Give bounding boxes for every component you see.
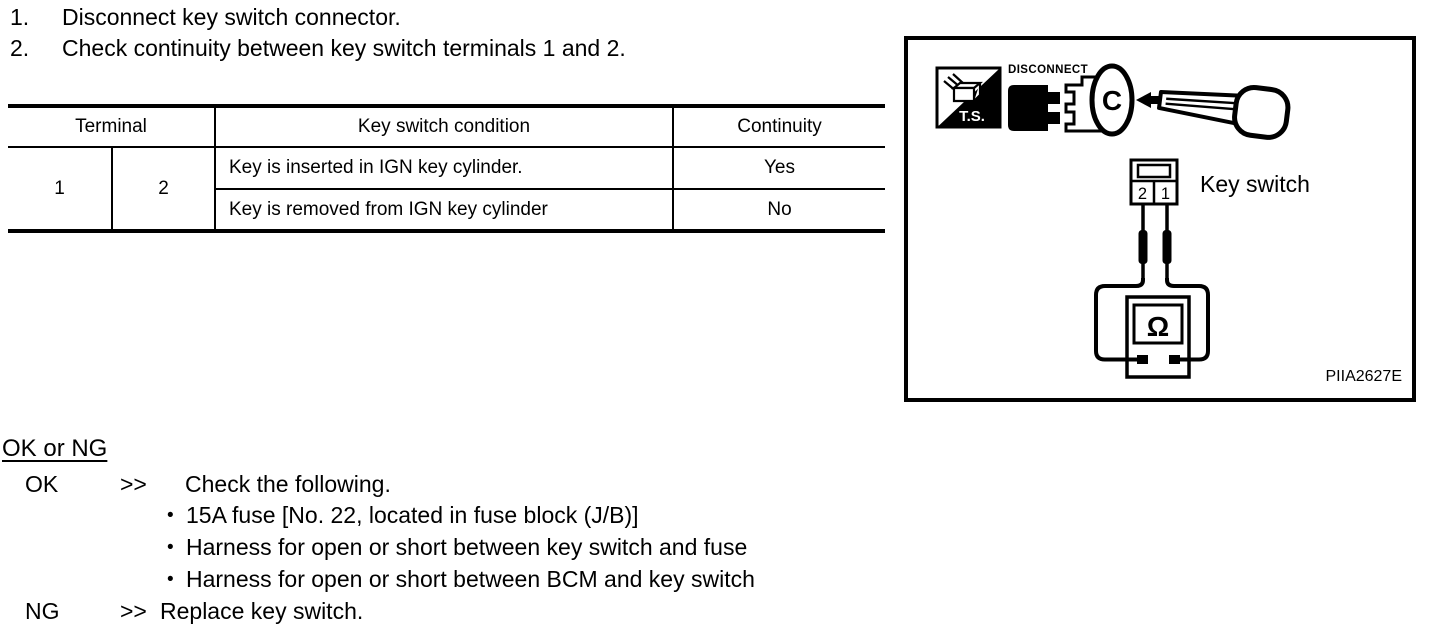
- condition-cell: Key is inserted in IGN key cylinder.: [214, 146, 674, 190]
- disconnect-label: DISCONNECT: [1008, 64, 1088, 76]
- ok-text: Check the following.: [185, 471, 391, 497]
- table-header-row: Terminal Key switch condition Continuity: [8, 105, 885, 148]
- check-item-text: Harness for open or short between key sw…: [186, 534, 748, 560]
- check-item: • 15A fuse [No. 22, located in fuse bloc…: [167, 503, 639, 528]
- header-terminal: Terminal: [8, 105, 216, 148]
- header-condition: Key switch condition: [214, 105, 674, 148]
- ok-result-row: OK >> Check the following.: [25, 472, 391, 497]
- step-number: 2.: [10, 35, 30, 61]
- ohmmeter-icon: Ω: [1094, 278, 1210, 379]
- step-text: Disconnect key switch connector.: [62, 4, 401, 30]
- condition-cell: Key is removed from IGN key cylinder: [214, 188, 674, 232]
- ohm-symbol: Ω: [1147, 311, 1169, 342]
- check-item-text: Harness for open or short between BCM an…: [186, 566, 755, 592]
- terminal-2-label: 2: [1138, 185, 1147, 203]
- continuity-table: Terminal Key switch condition Continuity…: [8, 104, 885, 233]
- ng-text: Replace key switch.: [160, 598, 364, 624]
- figure-code: PIIA2627E: [1326, 368, 1403, 385]
- check-item-text: 15A fuse [No. 22, located in fuse block …: [186, 502, 639, 528]
- terminal-1-cell: 1: [8, 146, 113, 232]
- continuity-cell: Yes: [672, 146, 885, 190]
- ng-label: NG: [25, 598, 60, 624]
- ok-arrow: >>: [120, 471, 147, 497]
- table-row: Key is removed from IGN key cylinder No: [8, 188, 885, 232]
- table-row: 1 2 Key is inserted in IGN key cylinder.…: [8, 146, 885, 232]
- step-2: 2. Check continuity between key switch t…: [10, 33, 626, 64]
- key-switch-connector: 2 1: [1129, 158, 1179, 206]
- procedure-steps: 1. Disconnect key switch connector. 2. C…: [10, 2, 626, 64]
- check-item: • Harness for open or short between BCM …: [167, 567, 755, 592]
- bullet-icon: •: [167, 537, 174, 558]
- terminal-1-label: 1: [1161, 185, 1170, 203]
- check-item: • Harness for open or short between key …: [167, 535, 747, 560]
- figure-illustration: T.S. DISCONNECT C: [935, 63, 1403, 385]
- ng-arrow: >>: [120, 598, 147, 624]
- ok-label: OK: [25, 471, 59, 497]
- test-leads: [1138, 204, 1172, 280]
- ng-result-row: NG >> Replace key switch.: [25, 599, 363, 624]
- bullet-icon: •: [167, 569, 174, 590]
- step-text: Check continuity between key switch term…: [62, 35, 626, 61]
- key-switch-label: Key switch: [1200, 171, 1310, 197]
- continuity-cell: No: [672, 188, 885, 232]
- key-switch-figure: T.S. DISCONNECT C: [904, 36, 1416, 402]
- key-icon: C: [1089, 63, 1291, 140]
- key-ring-letter: C: [1102, 85, 1122, 116]
- step-number: 1.: [10, 4, 30, 30]
- bullet-icon: •: [167, 505, 174, 526]
- result-heading: OK or NG: [2, 435, 108, 462]
- header-continuity: Continuity: [672, 105, 885, 148]
- step-1: 1. Disconnect key switch connector.: [10, 2, 626, 33]
- ts-icon: T.S.: [935, 66, 1002, 129]
- terminal-2-cell: 2: [111, 146, 216, 232]
- ts-label: T.S.: [959, 108, 985, 125]
